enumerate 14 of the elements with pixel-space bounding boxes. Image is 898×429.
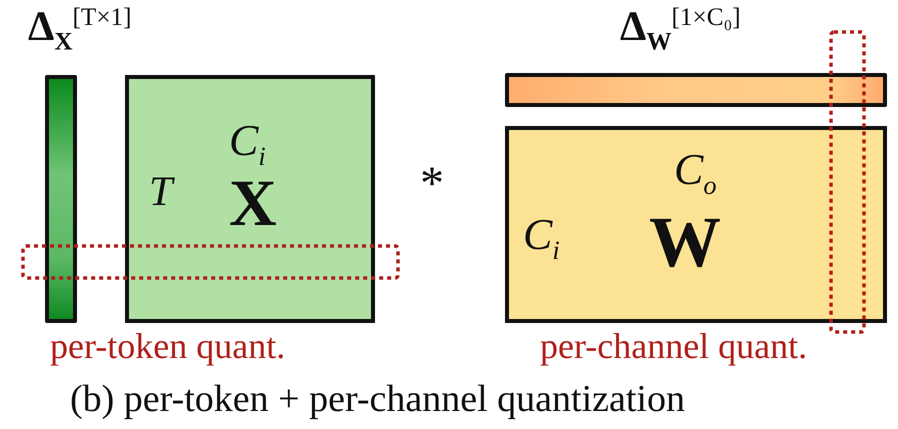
- quantization-note: per-channel quant.: [540, 328, 808, 364]
- quantization-note: per-token quant.: [50, 328, 286, 364]
- dimension-label: C$_{i}$: [523, 213, 560, 257]
- matrix-symbol: W: [649, 206, 721, 278]
- dimension-label: C$_{i}$: [229, 119, 266, 163]
- figure-caption: (b) per-token + per-channel quantization: [70, 380, 685, 418]
- dimension-label: C$_{o}$: [674, 148, 717, 192]
- matrix-symbol: X: [229, 171, 277, 237]
- matrix-box: [505, 126, 887, 323]
- matrix-box: [125, 75, 375, 323]
- scale-vector-bar: [505, 73, 887, 107]
- scale-vector-bar: [45, 75, 77, 323]
- dimension-label: T: [149, 171, 172, 213]
- multiply-operator: *: [420, 160, 444, 208]
